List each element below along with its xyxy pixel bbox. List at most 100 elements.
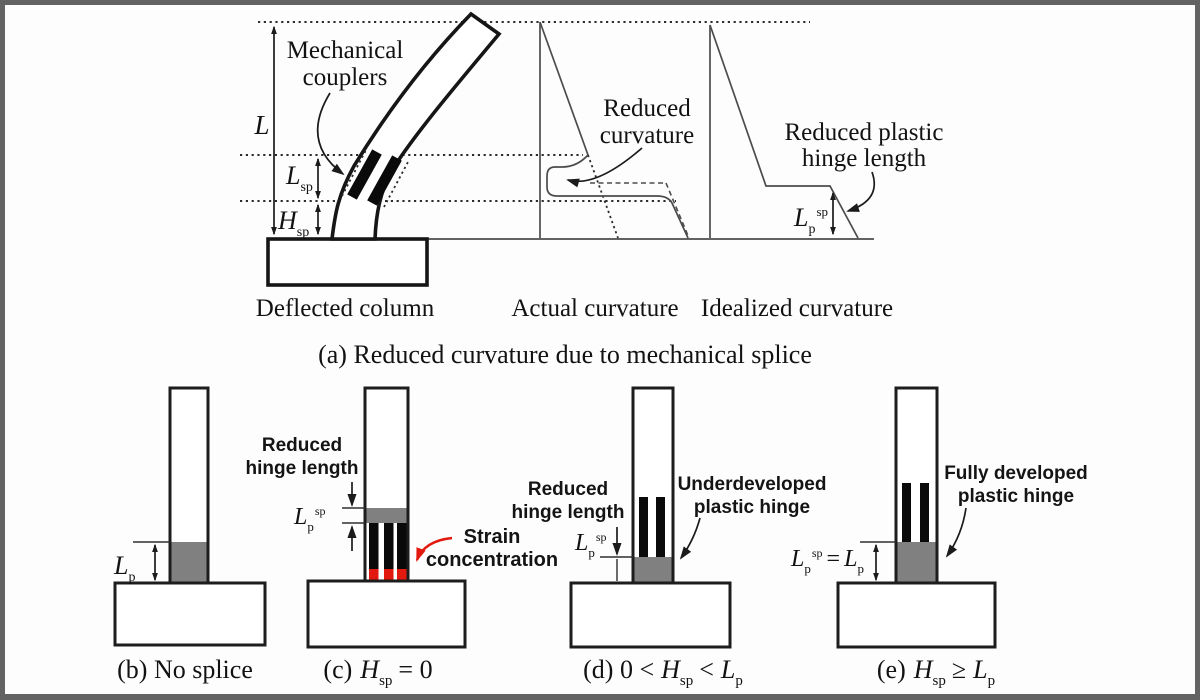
- dim-label-Hsp-base: H: [277, 206, 298, 235]
- label-eq-L2: L: [843, 546, 857, 572]
- actual-curvature-diagonal: [539, 21, 589, 156]
- mechanical-couplers-label-line2: couplers: [303, 64, 388, 91]
- reduced-hinge-label-d-line2: hinge length: [512, 502, 625, 523]
- reduced-hinge-label-c-line2: hinge length: [246, 458, 359, 479]
- label-Lp-d-sup: sp: [596, 530, 607, 544]
- caption-d-H: H: [660, 655, 681, 684]
- label-Lp-d-base: L: [574, 530, 588, 556]
- svg-text:(c)Hsp= 0: (c)Hsp= 0: [323, 655, 432, 689]
- caption-c-suffix: = 0: [398, 655, 432, 684]
- foundation-d: [569, 581, 732, 649]
- reduced-hinge-band-c: [366, 508, 407, 523]
- splice-dotted-left: [341, 149, 367, 197]
- caption-d-L: L: [720, 655, 735, 684]
- fully-developed-leader-line: [945, 507, 967, 558]
- underdeveloped-label-line2: plastic hinge: [694, 497, 810, 518]
- caption-d-Hsub: sp: [680, 673, 693, 689]
- label-Lp-c-sub: p: [307, 519, 314, 534]
- rebar-d-2: [656, 497, 665, 557]
- caption-e-mid: ≥: [952, 655, 966, 684]
- label-eq-L1sup: sp: [812, 546, 823, 560]
- svg-text:Lpsp: Lpsp: [293, 504, 326, 534]
- fully-developed-label-line1: Fully developed: [944, 463, 1088, 484]
- strain-label-line2: concentration: [426, 549, 558, 571]
- svg-text:Lpsp: Lpsp: [793, 203, 828, 237]
- idealized-Lp-sub: p: [808, 222, 815, 237]
- dim-label-Hsp-sub: sp: [297, 225, 309, 240]
- reduced-curvature-profile: [546, 154, 689, 239]
- mechanical-couplers-label-line1: Mechanical: [287, 37, 404, 64]
- label-Lp-b-sub: p: [128, 570, 135, 585]
- caption-e-H: H: [913, 655, 934, 684]
- foundation-e: [836, 581, 997, 649]
- caption-e-L: L: [972, 655, 987, 684]
- caption-panel-a: (a) Reduced curvature due to mechanical …: [318, 340, 812, 369]
- caption-actual-curvature: Actual curvature: [511, 295, 678, 322]
- rebar-d-1: [639, 497, 648, 557]
- reduced-curvature-leader-line: [566, 147, 643, 188]
- column-b-outline: [168, 386, 210, 585]
- column-d-outline: [631, 386, 675, 585]
- svg-text:Lpsp: Lpsp: [574, 530, 607, 560]
- column-c-outline: [363, 386, 410, 583]
- strain-tip-c-1: [369, 569, 379, 580]
- strain-leader-line: [415, 536, 453, 562]
- rebar-c-1: [369, 523, 379, 569]
- idealized-curvature-profile: [709, 24, 859, 239]
- caption-d-prefix: (d) 0 <: [583, 655, 654, 684]
- underdeveloped-hinge-d: [634, 557, 672, 582]
- svg-text:(d) 0 <Hsp<Lp: (d) 0 <Hsp <Lp: [583, 655, 743, 689]
- rebar-c-3: [397, 523, 407, 569]
- caption-e-prefix: (e): [877, 655, 906, 684]
- svg-text:(e)Hsp≥Lp: (e)Hsp ≥Lp: [877, 655, 995, 689]
- foundation-a: [266, 237, 429, 287]
- fully-developed-label-line2: plastic hinge: [958, 486, 1074, 507]
- dim-label-L: L: [253, 110, 269, 140]
- reduced-plastic-label-line2: hinge length: [802, 145, 927, 172]
- svg-text:Lsp: Lsp: [285, 161, 313, 195]
- underdeveloped-leader-line: [679, 517, 701, 560]
- underdeveloped-label-line1: Underdeveloped: [678, 474, 827, 495]
- strain-tip-c-2: [384, 569, 394, 580]
- unreduced-profile-dashed-diagonal: [665, 182, 690, 239]
- couplers-leader-line: [316, 92, 345, 176]
- foundation-b: [113, 581, 267, 647]
- plastic-hinge-b: [171, 542, 207, 582]
- reduced-curvature-label-line2: curvature: [600, 122, 694, 149]
- label-eq-sign: =: [827, 546, 841, 572]
- idealized-Lp-base: L: [793, 203, 808, 232]
- reduced-plastic-label-line1: Reduced plastic: [785, 119, 944, 146]
- caption-d-Lsub: p: [735, 673, 743, 689]
- caption-c-Hsub: sp: [379, 673, 392, 689]
- caption-deflected-column: Deflected column: [256, 295, 435, 322]
- label-eq-L1: L: [790, 546, 804, 572]
- caption-d-mid: <: [699, 655, 714, 684]
- svg-text:Lp: Lp: [113, 551, 135, 585]
- rebar-c-2: [384, 523, 394, 569]
- reduced-hinge-label-d-line1: Reduced: [528, 479, 608, 500]
- strain-label-line1: Strain: [464, 526, 521, 548]
- splice-figure: Mechanical couplers L Lsp Hsp Reduced cu…: [113, 11, 1088, 689]
- label-Lp-b-base: L: [113, 551, 128, 580]
- dim-label-Lsp-base: L: [285, 161, 300, 190]
- mechanical-coupler-bar-1: [347, 149, 382, 200]
- caption-c-H: H: [359, 655, 380, 684]
- dim-label-Lsp-sub: sp: [300, 180, 312, 195]
- caption-e-Lsub: p: [988, 673, 996, 689]
- fully-developed-hinge-e: [897, 542, 936, 582]
- svg-text:Lpsp=Lp: Lpsp=Lp: [790, 546, 864, 576]
- reduced-hinge-label-c-line1: Reduced: [262, 435, 342, 456]
- strain-tip-c-3: [397, 569, 407, 580]
- column-e-outline: [894, 386, 939, 585]
- caption-e-Hsub: sp: [933, 673, 946, 689]
- reduced-curvature-label-line1: Reduced: [603, 95, 691, 122]
- label-eq-L2sub: p: [857, 561, 864, 576]
- label-Lp-c-base: L: [293, 504, 307, 530]
- idealized-Lp-sup: sp: [816, 204, 828, 219]
- label-Lp-d-sub: p: [588, 545, 595, 560]
- rebar-e-2: [920, 483, 929, 542]
- caption-idealized-curvature: Idealized curvature: [701, 295, 893, 322]
- rebar-e-1: [902, 483, 911, 542]
- label-Lp-c-sup: sp: [315, 504, 326, 518]
